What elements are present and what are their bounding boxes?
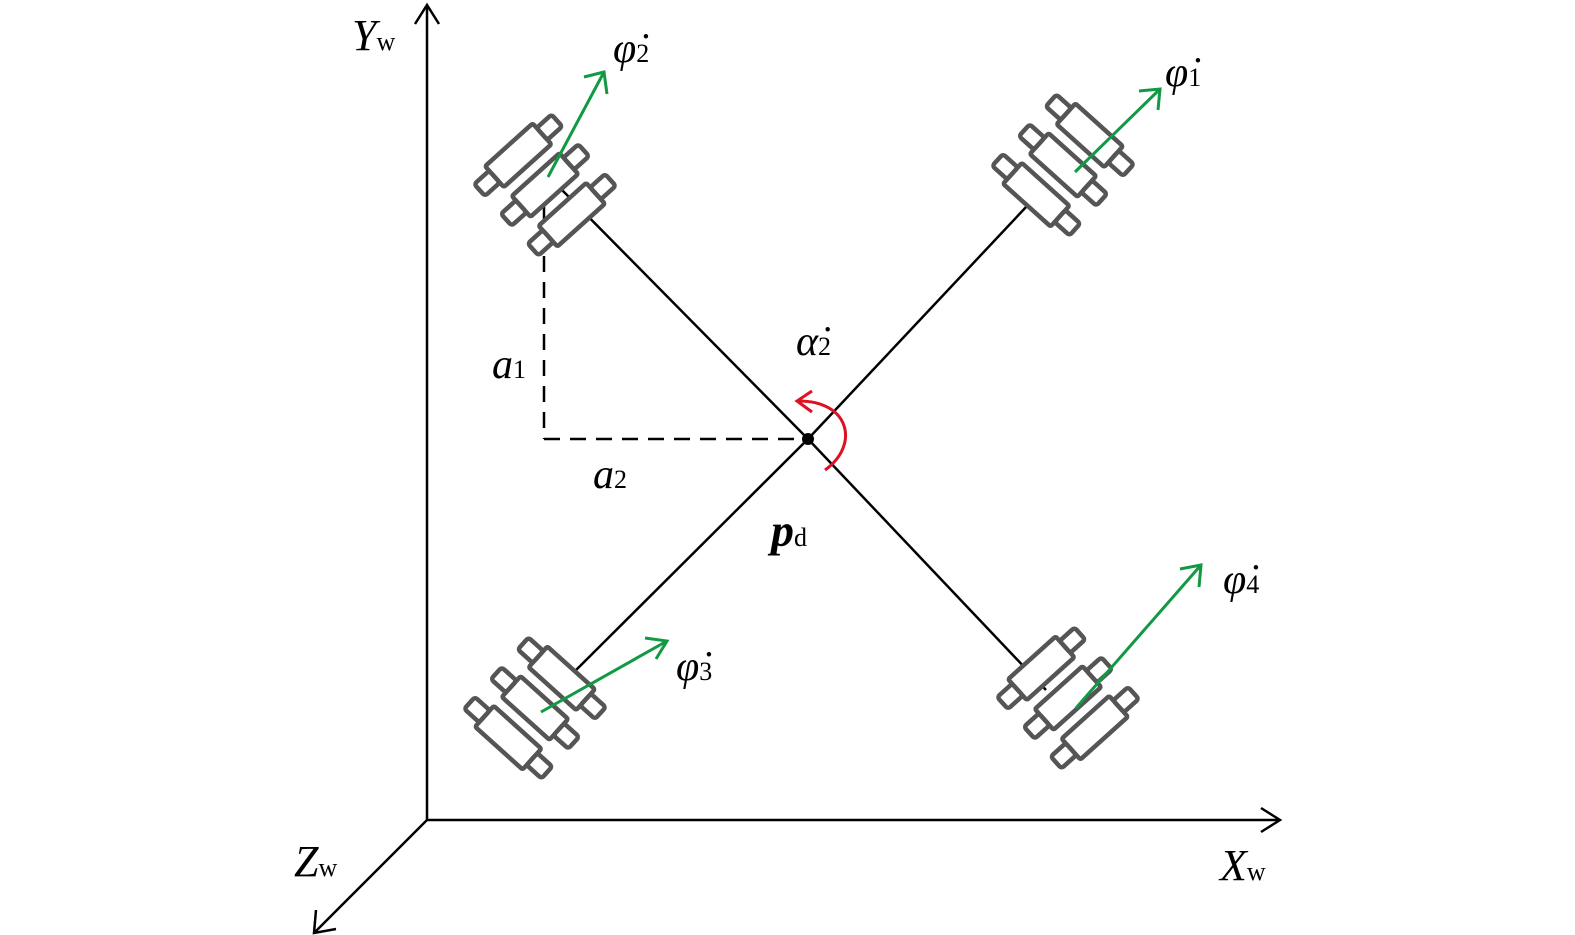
mecanum-wheel-icon <box>470 110 620 260</box>
z-axis <box>313 819 428 934</box>
velocity-arrow-icon <box>546 71 606 178</box>
link-center-to-wheel-2 <box>561 189 809 440</box>
velocity-arrow-icon <box>1073 87 1162 174</box>
center-point-label: pd <box>767 505 807 556</box>
dimension-a2-label: a2 <box>593 452 627 498</box>
link-center-to-wheel-4 <box>807 438 1047 691</box>
center-point <box>802 433 814 445</box>
chassis-frame <box>555 188 1047 691</box>
wheel-4-velocity-label: φ̇4 <box>1223 557 1259 603</box>
y-axis-arrowhead <box>413 2 441 25</box>
wheel-velocity-vectors <box>540 70 1203 714</box>
velocity-arrow-icon <box>1179 563 1203 588</box>
velocity-arrow-icon <box>644 636 670 660</box>
z-axis-arrowhead <box>312 909 337 935</box>
velocity-arrow-icon <box>1138 87 1162 111</box>
link-center-to-wheel-3 <box>555 438 809 691</box>
y-axis-label: Yw <box>352 11 395 60</box>
mecanum-wheel-icon <box>460 633 610 783</box>
x-axis-arrowhead <box>1260 806 1283 834</box>
velocity-arrow-icon <box>1074 564 1203 709</box>
z-axis-label: Zw <box>294 837 337 886</box>
velocity-arrow-icon <box>540 639 668 714</box>
world-axes <box>312 2 1283 935</box>
dimension-a1-label: a1 <box>492 342 526 388</box>
x-axis-label: Xw <box>1218 841 1266 890</box>
mecanum-wheel-icon <box>993 623 1143 773</box>
wheel-1-velocity-label: φ̇1 <box>1165 50 1201 96</box>
rotation-arrow-icon <box>794 389 847 472</box>
rotation-rate-label: α̇2 <box>796 319 831 365</box>
dimension-lines <box>542 178 808 441</box>
wheel-3-velocity-label: φ̇3 <box>676 644 712 690</box>
link-center-to-wheel-1 <box>807 188 1044 440</box>
wheel-2-velocity-label: φ̇2 <box>613 26 649 72</box>
velocity-arrow-icon <box>583 70 609 95</box>
mecanum-wheel-icon <box>988 90 1138 240</box>
